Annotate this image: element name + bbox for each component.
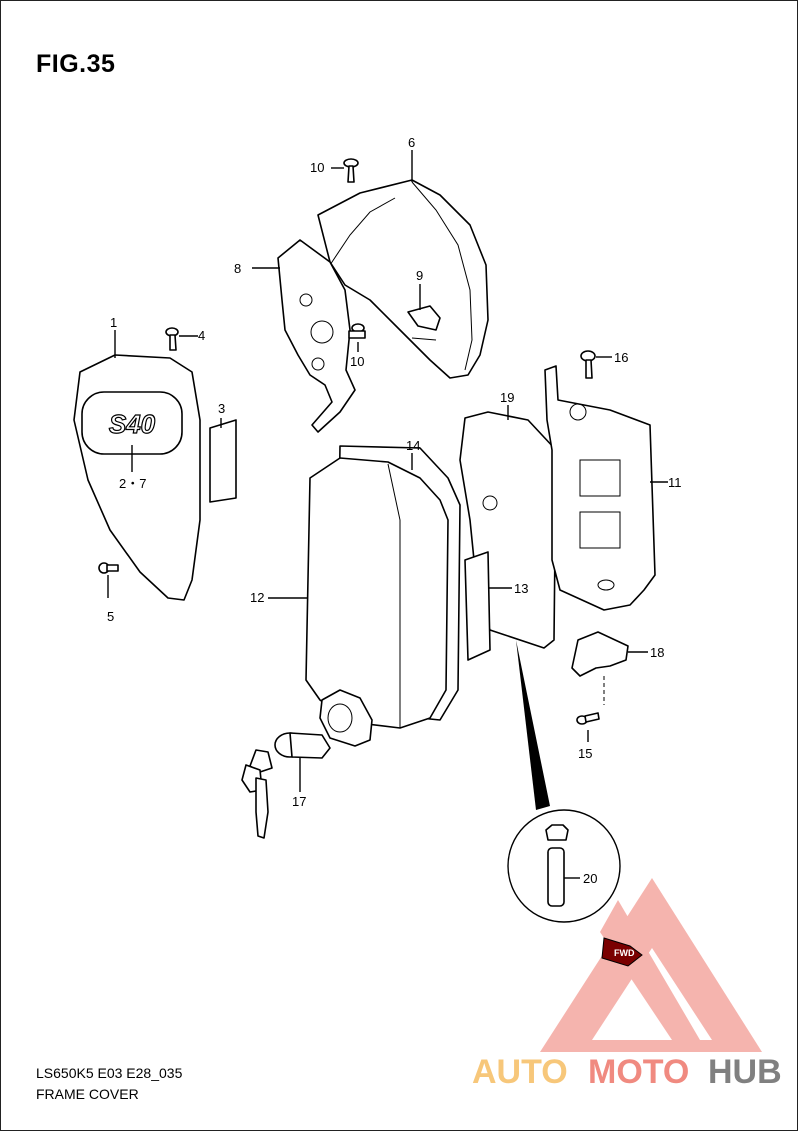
fwd-text: FWD [614, 948, 635, 958]
part-8-bracket [277, 239, 356, 433]
emblem-text: S40 [109, 409, 156, 439]
watermark-hub: HUB [708, 1053, 782, 1091]
part-4-screw [165, 327, 179, 351]
callout-19: 19 [500, 390, 514, 405]
part-3-pad [209, 419, 237, 503]
model-code: LS650K5 E03 E28_035 [36, 1065, 183, 1081]
watermark-moto: MOTO [588, 1053, 689, 1091]
callout-12: 12 [250, 590, 264, 605]
callout-11: 11 [668, 475, 682, 490]
callout-10-upper: 10 [310, 160, 324, 175]
callout-9: 9 [416, 268, 423, 283]
part-16-screw [580, 350, 596, 379]
callout-18: 18 [650, 645, 664, 660]
fwd-arrow-tag: FWD [601, 937, 643, 967]
callout-17: 17 [292, 794, 306, 809]
part-9-clip [407, 305, 441, 341]
part-10-screw-upper [343, 158, 359, 183]
section-name: FRAME COVER [36, 1086, 139, 1102]
watermark-logo [540, 878, 762, 1052]
callout-labels: 1 2・7 3 4 5 6 8 9 10 10 11 12 13 14 15 1… [107, 135, 682, 886]
callout-13: 13 [514, 581, 528, 596]
callout-15: 15 [578, 746, 592, 761]
watermark-auto: AUTO [472, 1053, 568, 1091]
callout-2-7: 2・7 [119, 476, 146, 491]
detail-view-part-20 [507, 640, 621, 923]
figure-title: FIG.35 [36, 50, 116, 78]
callout-6: 6 [408, 135, 415, 150]
callout-14: 14 [406, 438, 420, 453]
part-13-label [464, 551, 491, 661]
part-15-screw [576, 712, 600, 725]
watermark-text: AUTO MOTO HUB [472, 1053, 782, 1091]
part-17-key-lock [241, 732, 331, 839]
part-18-clip [571, 631, 629, 677]
callout-5: 5 [107, 609, 114, 624]
part-1-side-cover: S40 [73, 354, 201, 601]
callout-1: 1 [110, 315, 117, 330]
callout-3: 3 [218, 401, 225, 416]
callout-20: 20 [583, 871, 597, 886]
callout-4: 4 [198, 328, 205, 343]
leader-lines [107, 150, 668, 879]
part-11-bracket [544, 365, 656, 611]
callout-10-lower: 10 [350, 354, 364, 369]
part-12-toolbox [305, 457, 449, 729]
lock-housing [319, 689, 373, 747]
callout-16: 16 [614, 350, 628, 365]
watermark-triangle-stroke [600, 900, 700, 1040]
callout-8: 8 [234, 261, 241, 276]
part-5-screw [98, 562, 119, 574]
part-10-screw-lower [348, 323, 366, 339]
part-6-cover [317, 179, 489, 379]
